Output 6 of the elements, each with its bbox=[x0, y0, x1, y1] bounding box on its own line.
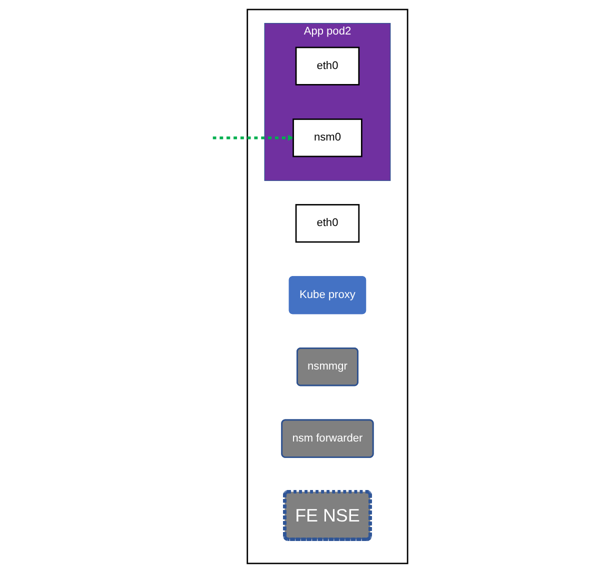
arrow bbox=[212, 134, 294, 141]
node-box bbox=[295, 204, 360, 243]
node-box bbox=[292, 118, 362, 158]
cluster bbox=[264, 22, 391, 181]
node-box bbox=[295, 46, 360, 86]
cluster bbox=[246, 8, 408, 564]
